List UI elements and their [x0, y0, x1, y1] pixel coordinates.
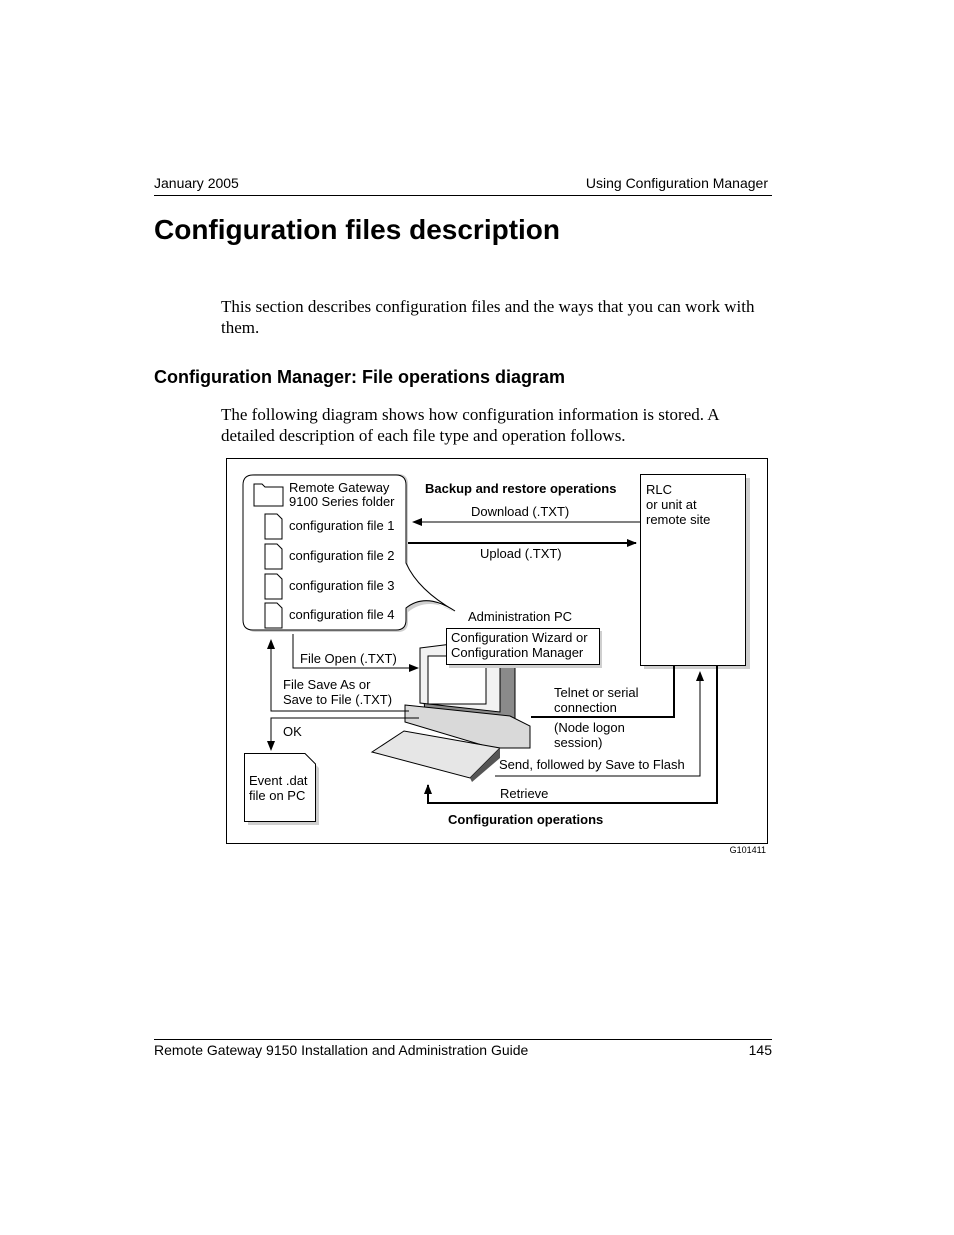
document-icon — [264, 543, 283, 570]
config-file-4: configuration file 4 — [264, 602, 395, 629]
file-label: configuration file 2 — [289, 548, 395, 563]
telnet-label-line2: connection — [554, 700, 617, 715]
folder-label-line2: 9100 Series folder — [289, 494, 395, 509]
event-file-label-line1: Event .dat — [249, 773, 308, 788]
file-label: configuration file 4 — [289, 607, 395, 622]
telnet-connection-line — [531, 666, 675, 718]
page-number: 145 — [748, 1042, 772, 1058]
node-logon-label-line2: session) — [554, 735, 602, 750]
file-open-arrow — [292, 634, 419, 672]
event-file-label-line2: file on PC — [249, 788, 305, 803]
ok-label: OK — [283, 724, 302, 739]
header-rule — [154, 195, 772, 196]
keyboard-edge-icon — [470, 748, 500, 782]
file-label: configuration file 3 — [289, 578, 395, 593]
running-header-chapter: Using Configuration Manager — [585, 175, 768, 191]
file-save-label-line1: File Save As or — [283, 677, 371, 692]
admin-pc-label: Administration PC — [468, 609, 572, 624]
wizard-label-line1: Configuration Wizard or — [451, 630, 588, 645]
document-icon — [264, 513, 283, 540]
file-label: configuration file 1 — [289, 518, 395, 533]
retrieve-arrow — [424, 666, 718, 804]
section-heading: Configuration Manager: File operations d… — [154, 367, 566, 387]
running-header-date: January 2005 — [154, 175, 239, 191]
rlc-box — [640, 474, 746, 666]
system-unit-icon — [404, 704, 531, 749]
node-logon-label-line1: (Node logon — [554, 720, 625, 735]
rlc-label-line1: RLC — [646, 482, 672, 497]
page-title: Configuration files description — [154, 214, 561, 245]
diagram-intro-paragraph: The following diagram shows how configur… — [221, 405, 719, 445]
wizard-box — [446, 628, 600, 665]
upload-label: Upload (.TXT) — [480, 546, 562, 561]
folder-label-line1: Remote Gateway — [289, 480, 390, 495]
footer-guide-title: Remote Gateway 9150 Installation and Adm… — [154, 1042, 529, 1058]
document-icon — [264, 602, 283, 629]
rlc-label-line3: remote site — [646, 512, 710, 527]
file-save-arrow — [267, 639, 409, 712]
config-operations-heading: Configuration operations — [448, 812, 603, 827]
figure-frame — [226, 458, 768, 844]
retrieve-label: Retrieve — [500, 786, 548, 801]
send-label: Send, followed by Save to Flash — [499, 757, 685, 772]
send-arrow — [495, 671, 704, 777]
footer-rule — [154, 1039, 772, 1040]
telnet-label-line1: Telnet or serial — [554, 685, 639, 700]
rlc-label-line2: or unit at — [646, 497, 697, 512]
config-file-2: configuration file 2 — [264, 543, 395, 570]
document-icon — [264, 573, 283, 600]
event-file-icon — [244, 753, 316, 822]
intro-paragraph: This section describes configuration fil… — [221, 297, 755, 337]
file-open-label: File Open (.TXT) — [300, 651, 397, 666]
folder-icon — [253, 483, 284, 507]
folder-panel — [242, 474, 456, 631]
config-file-1: configuration file 1 — [264, 513, 395, 540]
wizard-label-line2: Configuration Manager — [451, 645, 584, 660]
file-save-label-line2: Save to File (.TXT) — [283, 692, 392, 707]
figure-id: G101411 — [730, 845, 766, 855]
backup-restore-heading: Backup and restore operations — [425, 481, 616, 496]
config-file-3: configuration file 3 — [264, 573, 395, 600]
download-label: Download (.TXT) — [471, 504, 569, 519]
ok-arrow — [267, 717, 419, 751]
